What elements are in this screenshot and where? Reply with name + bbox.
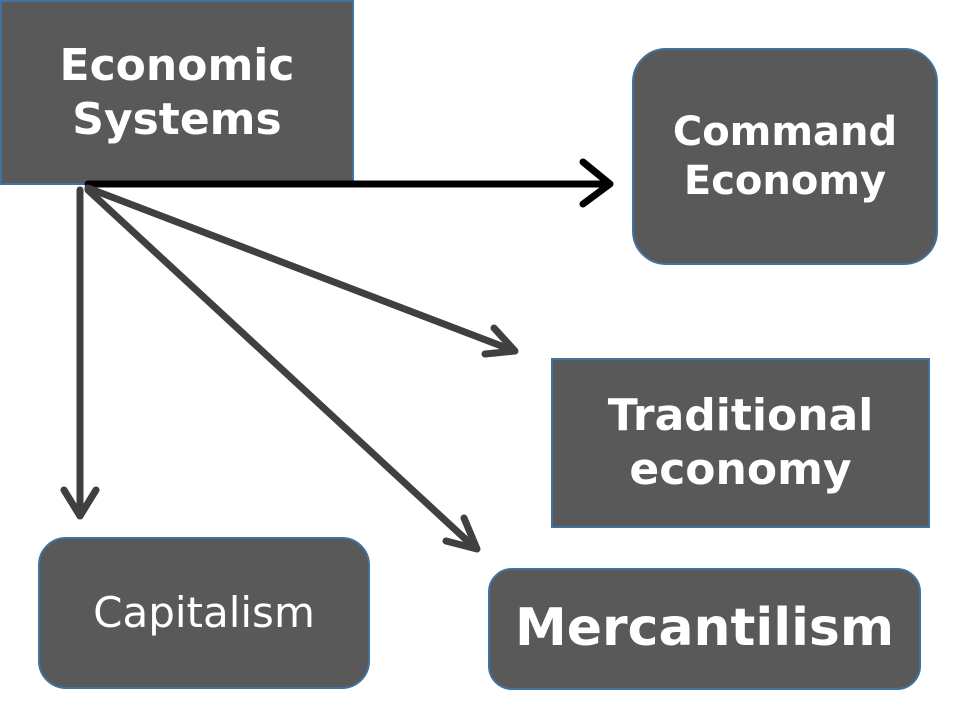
- node-command-economy-line1: Command: [672, 108, 898, 155]
- arrow-to-command-economy: [84, 158, 614, 208]
- arrow-to-traditional-economy: [84, 184, 519, 358]
- node-traditional-economy-line1: Traditional: [607, 390, 874, 442]
- node-economic-systems-line2: Systems: [72, 93, 282, 145]
- node-capitalism: Capitalism: [38, 537, 370, 689]
- node-traditional-economy-line2: economy: [629, 444, 852, 495]
- node-command-economy-line2: Economy: [683, 157, 887, 204]
- arrow-to-mercantilism: [84, 186, 481, 553]
- node-mercantilism-label: Mercantilism: [514, 598, 895, 659]
- node-command-economy: Command Economy: [632, 48, 938, 265]
- node-economic-systems-line1: Economic: [59, 39, 295, 91]
- node-capitalism-label: Capitalism: [93, 588, 315, 638]
- node-traditional-economy: Traditional economy: [551, 358, 930, 528]
- node-mercantilism: Mercantilism: [488, 568, 921, 690]
- arrow-to-capitalism: [60, 186, 100, 520]
- node-economic-systems: Economic Systems: [0, 0, 354, 185]
